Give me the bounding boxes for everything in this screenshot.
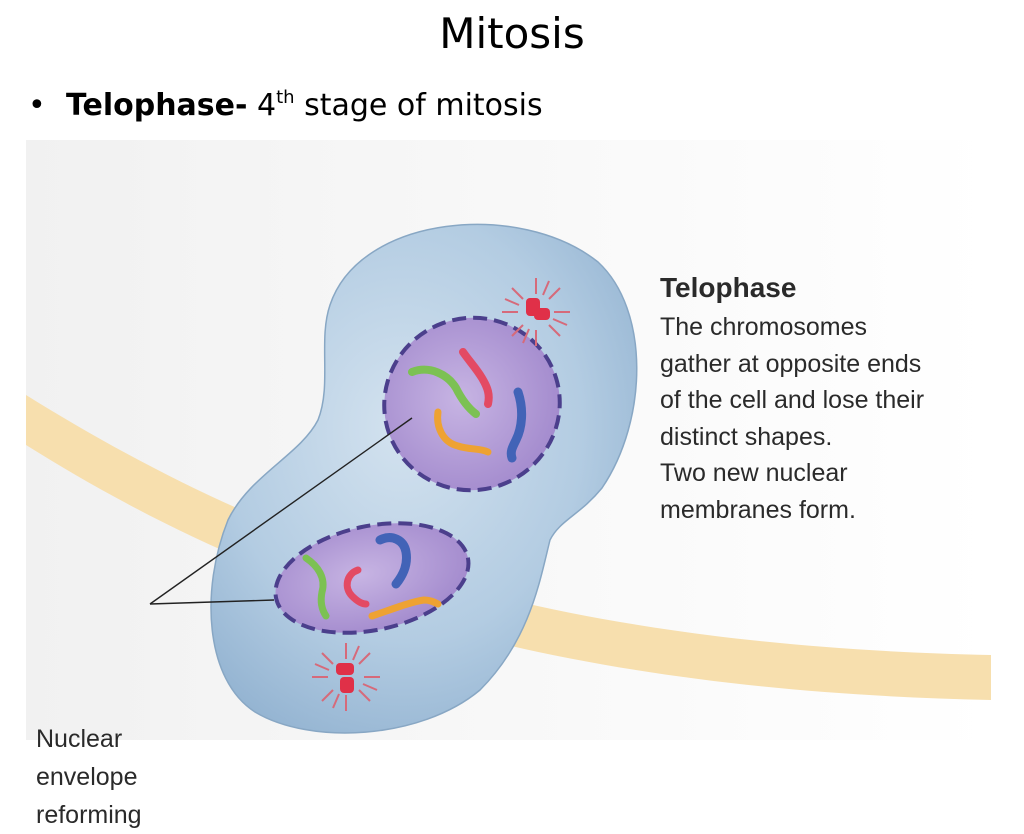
telophase-figure: Nuclear envelope reforming Telophase The c…	[0, 130, 1024, 829]
upper-centrosome	[502, 278, 570, 346]
caption-line: The chromosomes	[660, 313, 868, 341]
caption-line: of the cell and lose their	[660, 386, 925, 414]
label-line: reforming	[36, 801, 142, 829]
chromosome-green	[408, 365, 480, 418]
bullet-text: stage of mitosis	[294, 88, 543, 123]
bullet-ordinal-number: 4	[257, 88, 277, 123]
chromosome-red	[343, 566, 370, 608]
bullet-term: Telophase-	[66, 88, 248, 123]
chromosome-red	[459, 348, 493, 408]
chromosome-blue	[506, 387, 527, 463]
caption-text: The chromosomes gather at opposite ends of…	[660, 309, 1000, 528]
bullet-dot: •	[28, 88, 46, 123]
chromosome-orange	[434, 408, 492, 456]
caption-line: Two new nuclear	[660, 459, 848, 487]
chromosome-blue	[375, 533, 411, 589]
label-pointer-lines	[149, 417, 413, 605]
chromosome-orange	[368, 596, 442, 620]
chromosome-green	[302, 554, 330, 620]
label-line: envelope	[36, 763, 138, 791]
caption-line: membranes form.	[660, 495, 856, 524]
slide-title: Mitosis	[439, 9, 585, 58]
bullet-ordinal-suffix: th	[276, 87, 295, 108]
bullet-point: • Telophase- 4th stage of mitosis	[28, 78, 543, 126]
lower-chromosomes	[302, 533, 442, 620]
caption-box: Telophase The chromosomes gather at oppos…	[660, 271, 1000, 528]
caption-heading: Telophase	[660, 272, 797, 303]
caption-line: distinct shapes.	[660, 422, 833, 451]
lower-centrosome	[312, 643, 380, 711]
upper-chromosomes	[408, 348, 527, 463]
label-line: Nuclear	[36, 725, 123, 753]
telophase-illustration	[26, 140, 991, 740]
caption-line: gather at opposite ends	[660, 349, 922, 378]
nuclear-envelope-label: Nuclear envelope reforming	[36, 720, 142, 834]
